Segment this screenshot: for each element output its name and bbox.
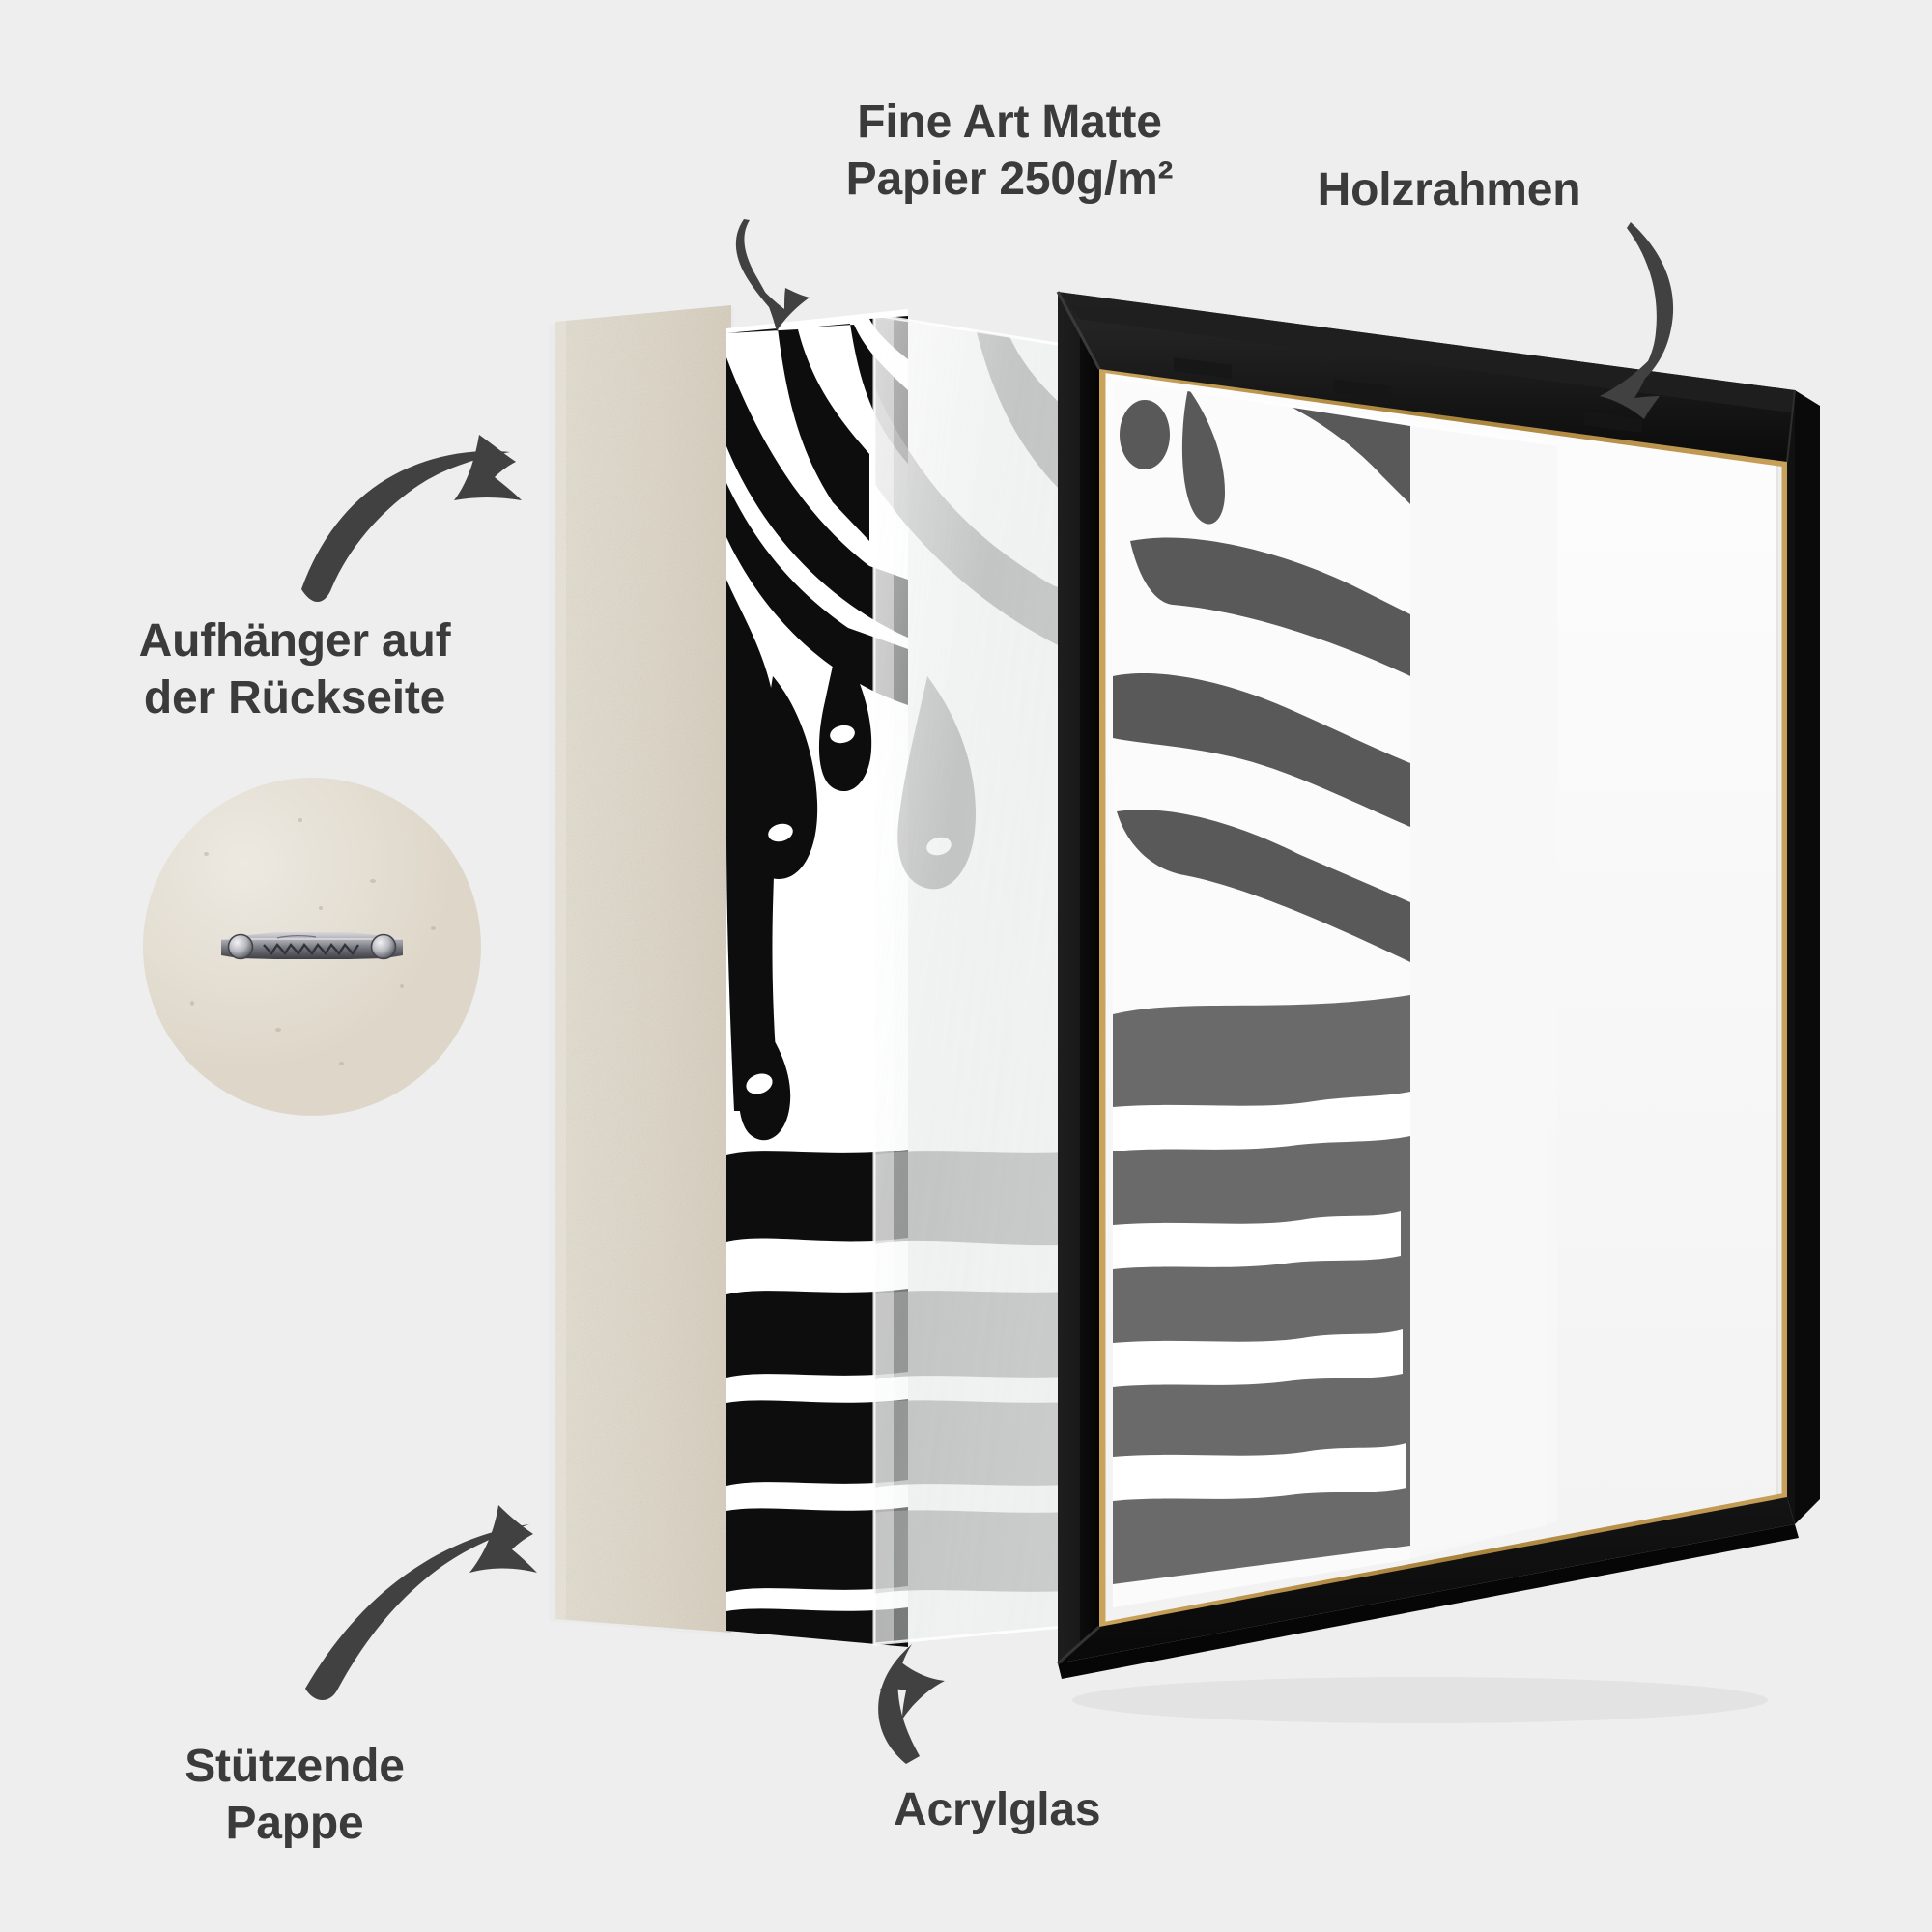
sawtooth-hanger-icon — [221, 932, 403, 960]
zebra-artwork-on-paper — [726, 316, 908, 1647]
frame-gold-inner-edge — [1096, 362, 1791, 1633]
label-acrylic-glass: Acrylglas — [894, 1784, 1101, 1835]
acrylic-glass-layer — [872, 313, 1108, 1646]
framed-artwork — [1113, 380, 1410, 1607]
label-supporting-cardboard: Stützende Pappe — [185, 1741, 405, 1849]
hanger-detail-circle — [143, 778, 481, 1116]
fine-art-paper-layer — [726, 309, 908, 1647]
frame-bottom-rail — [1058, 1497, 1795, 1663]
label-wooden-frame: Holzrahmen — [1317, 164, 1581, 215]
arrow-frame-icon — [1600, 222, 1674, 419]
wooden-frame-layer — [1056, 291, 1820, 1679]
frame-right-stile — [1795, 390, 1820, 1524]
arrow-cardboard-icon — [305, 1505, 537, 1700]
arrow-acrylic-icon — [878, 1644, 945, 1764]
label-hanger-on-back: Aufhänger auf der Rückseite — [138, 615, 451, 724]
callout-arrows — [301, 219, 1674, 1764]
cardboard-layer — [549, 305, 734, 1636]
label-fine-art-paper: Fine Art Matte Papier 250g/m² — [845, 97, 1174, 205]
arrow-paper-icon — [735, 219, 810, 331]
arrow-hanger-icon — [301, 435, 522, 603]
